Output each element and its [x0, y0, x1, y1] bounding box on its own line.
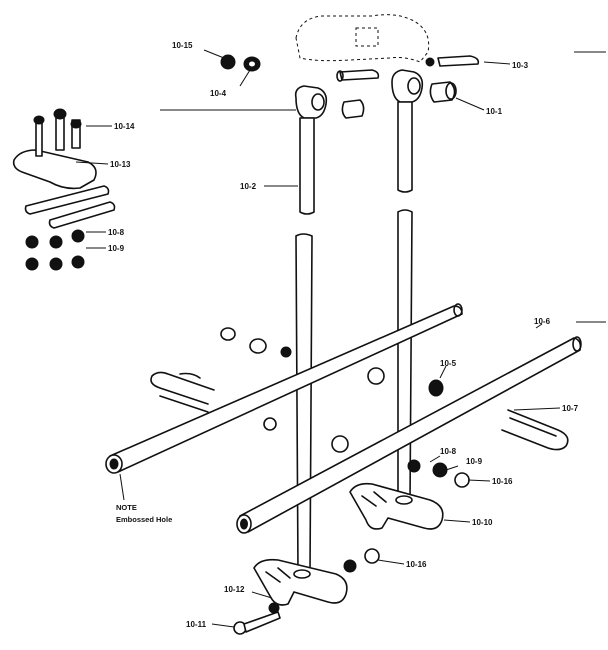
- lower-post-right: [397, 209, 413, 505]
- callout-10-14: 10-14: [114, 122, 135, 131]
- callout-10-16-bottom: 10-16: [406, 560, 427, 569]
- callout-10-9: 10-9: [466, 457, 483, 466]
- bolt-10-3: [425, 55, 480, 67]
- nut-10-15: [220, 54, 236, 70]
- callout-10-2: 10-2: [240, 182, 257, 191]
- callout-10-9-inset: 10-9: [108, 244, 125, 253]
- upper-tube-left: [299, 117, 315, 215]
- callout-10-13: 10-13: [110, 160, 131, 169]
- bushing-left: [341, 99, 365, 119]
- hardware-group-c: [263, 417, 349, 453]
- cross-tube-back: [105, 303, 463, 474]
- callout-10-7: 10-7: [562, 404, 579, 413]
- washer-10-4: [243, 56, 261, 72]
- callout-10-10: 10-10: [472, 518, 493, 527]
- hardware-group-d: [407, 459, 470, 488]
- callout-10-11: 10-11: [186, 620, 207, 629]
- cross-tube-front: [236, 336, 582, 534]
- upper-tube-right: [397, 101, 413, 193]
- callout-10-12: 10-12: [224, 585, 245, 594]
- callout-10-4: 10-4: [210, 89, 227, 98]
- base-right: [349, 482, 444, 530]
- upper-fitting-left: [294, 85, 328, 119]
- bolt-top-left: [336, 69, 380, 82]
- hardware-group-e: [343, 548, 380, 573]
- note-title: NOTE: [116, 503, 137, 512]
- note-text: Embossed Hole: [116, 515, 172, 524]
- inset-foot-assembly: [12, 108, 116, 271]
- callout-10-16-right: 10-16: [492, 477, 513, 486]
- base-left: [253, 558, 348, 606]
- callout-10-5: 10-5: [440, 359, 457, 368]
- callout-10-1: 10-1: [486, 107, 503, 116]
- u-bolt-right: [501, 409, 569, 451]
- bolt-10-11: [233, 602, 281, 635]
- hardware-group-a: [220, 327, 292, 358]
- callout-10-3: 10-3: [512, 61, 529, 70]
- lower-post-left: [295, 233, 313, 575]
- hardware-group-b: [367, 367, 444, 397]
- bushing-right: [429, 81, 457, 103]
- callout-10-6: 10-6: [534, 317, 551, 326]
- callout-10-8: 10-8: [440, 447, 457, 456]
- callout-10-15: 10-15: [172, 41, 193, 50]
- callout-10-8-inset: 10-8: [108, 228, 125, 237]
- upper-fitting-right: [391, 69, 424, 103]
- u-bolt-left: [150, 371, 215, 413]
- seat-outline: [295, 14, 430, 63]
